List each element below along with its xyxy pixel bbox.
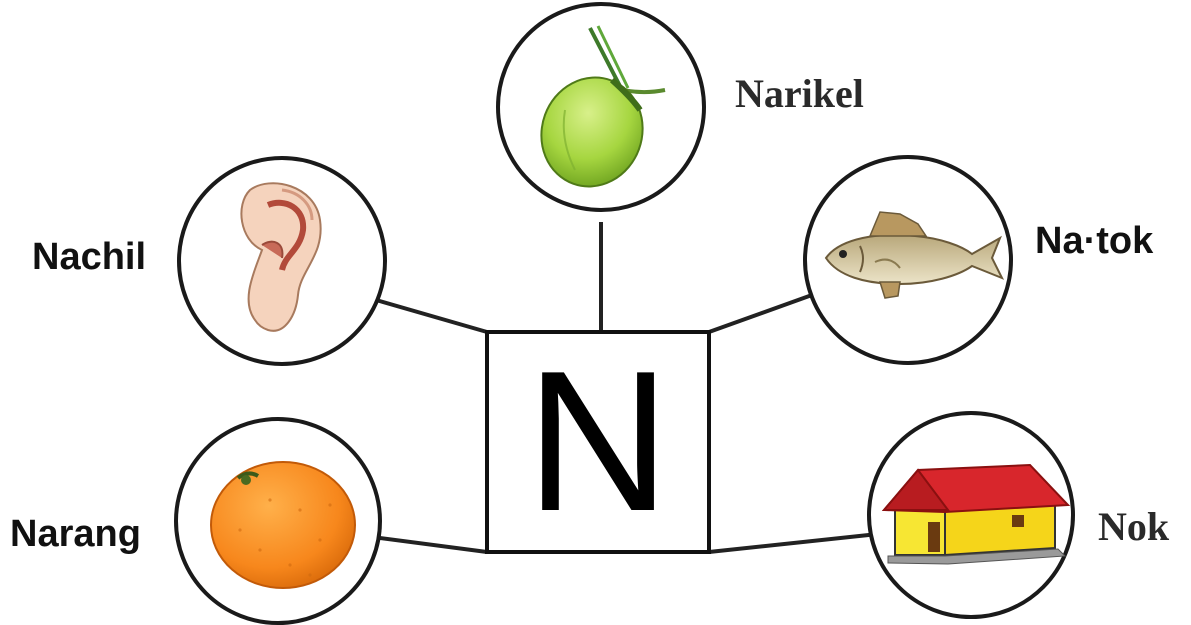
connector-line (376, 300, 487, 332)
connector-line (380, 538, 487, 552)
label-narikel: Narikel (735, 70, 864, 117)
connector-line (709, 295, 812, 332)
center-letter: N (487, 332, 709, 552)
label-natok: Na·tok (1035, 220, 1153, 263)
label-nachil: Nachil (32, 236, 146, 279)
orange-icon (211, 462, 355, 588)
label-narang: Narang (10, 513, 141, 556)
house-icon (884, 465, 1068, 564)
connector-line (709, 534, 878, 552)
label-nok: Nok (1098, 503, 1169, 550)
